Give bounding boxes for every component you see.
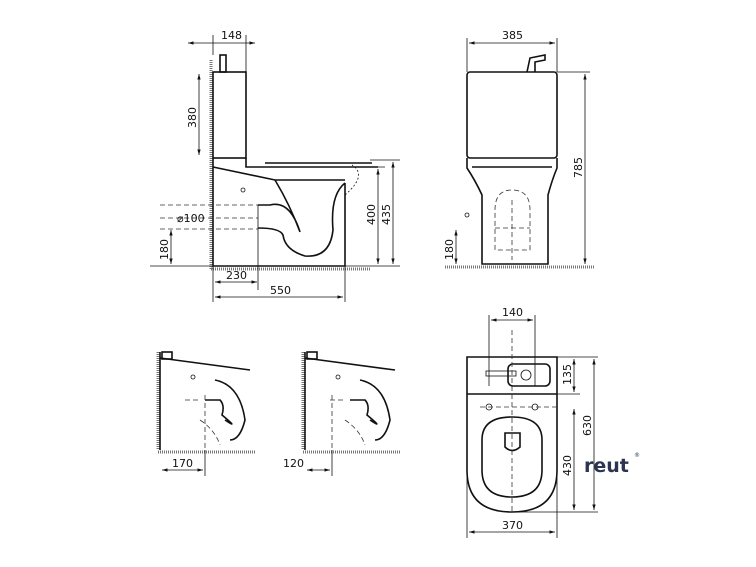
top-view: 140 135 430 630 370 [466, 306, 598, 538]
dim-outlet-height: 180 [158, 239, 171, 260]
dim-outlet-diameter: ⌀100 [177, 212, 205, 225]
dim-fixing-spacing: 140 [502, 306, 523, 319]
section-view-right: 120 [283, 351, 400, 476]
dim-total-length: 630 [581, 415, 594, 436]
dim-bowl-height: 400 [365, 204, 378, 225]
section-view-left: 170 [156, 351, 255, 476]
dim-seat-height: 435 [380, 204, 393, 225]
dim-right-offset: 120 [283, 457, 304, 470]
brand-logo: reut ® [584, 452, 640, 477]
dim-bowl-length: 430 [561, 455, 574, 476]
dim-tank-height: 380 [186, 107, 199, 128]
logo-mark: ® [634, 452, 640, 459]
dim-outlet-depth: 230 [226, 269, 247, 282]
dim-top-width: 370 [502, 519, 523, 532]
dim-total-height: 785 [572, 157, 585, 178]
dim-total-depth: 550 [270, 284, 291, 297]
side-view: 148 380 180 ⌀100 230 550 400 435 [150, 29, 400, 302]
logo-text: reut [584, 455, 629, 477]
dim-top-tank-depth: 135 [561, 364, 574, 385]
dim-front-width: 385 [502, 29, 523, 42]
dim-left-offset: 170 [172, 457, 193, 470]
front-view: 385 785 180 [443, 29, 595, 269]
dim-front-outlet-height: 180 [443, 239, 456, 260]
dim-tank-depth: 148 [221, 29, 242, 42]
